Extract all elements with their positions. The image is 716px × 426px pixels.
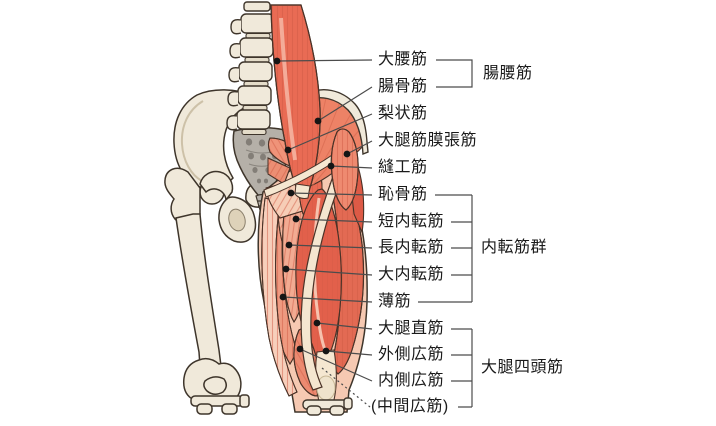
leader-line-dotted-vastus-intermedius bbox=[321, 367, 371, 408]
bracket-quadriceps bbox=[451, 328, 473, 408]
group-label-iliopsoas: 腸腰筋 bbox=[483, 65, 533, 82]
group-brackets bbox=[418, 59, 473, 408]
femur-left bbox=[164, 167, 242, 405]
label-tensor-fasciae-latae: 大腿筋膜張筋 bbox=[378, 132, 478, 149]
label-sartorius: 縫工筋 bbox=[378, 159, 428, 176]
obturator-foramen bbox=[228, 208, 246, 232]
label-piriformis: 梨状筋 bbox=[378, 105, 428, 122]
bracket-iliopsoas bbox=[436, 59, 473, 88]
label-vastus-medialis: 内側広筋 bbox=[378, 372, 445, 389]
label-adductor-magnus: 大内転筋 bbox=[378, 266, 445, 283]
psoas-major-muscle bbox=[270, 4, 321, 199]
group-label-quadriceps: 大腿四頭筋 bbox=[481, 359, 564, 376]
label-adductor-brevis: 短内転筋 bbox=[378, 213, 445, 230]
gracilis-muscle bbox=[261, 197, 298, 397]
psoas-tendon bbox=[294, 183, 311, 199]
tensor-fasciae-latae-muscle bbox=[330, 128, 359, 211]
label-vastus-intermedius: (中間広筋) bbox=[371, 398, 449, 415]
label-rectus-femoris: 大腿直筋 bbox=[378, 320, 445, 337]
label-gracilis: 薄筋 bbox=[378, 293, 412, 310]
label-pectineus: 恥骨筋 bbox=[378, 186, 428, 203]
knee-bones-left bbox=[190, 394, 250, 415]
leader-lines bbox=[276, 59, 373, 408]
bracket-adductor-group bbox=[418, 194, 473, 303]
sartorius-muscle bbox=[300, 149, 353, 391]
spine bbox=[226, 1, 275, 136]
label-psoas-major: 大腰筋 bbox=[378, 51, 428, 68]
knee-bones-right bbox=[302, 397, 353, 416]
label-vastus-lateralis: 外側広筋 bbox=[378, 346, 445, 363]
group-label-adductor-group: 内転筋群 bbox=[481, 239, 548, 256]
iliac-crest-rim bbox=[304, 89, 369, 156]
inguinal-ligament bbox=[263, 147, 347, 198]
label-iliacus: 腸骨筋 bbox=[378, 78, 428, 95]
label-adductor-longus: 長内転筋 bbox=[378, 239, 445, 256]
leader-dots bbox=[273, 57, 351, 355]
